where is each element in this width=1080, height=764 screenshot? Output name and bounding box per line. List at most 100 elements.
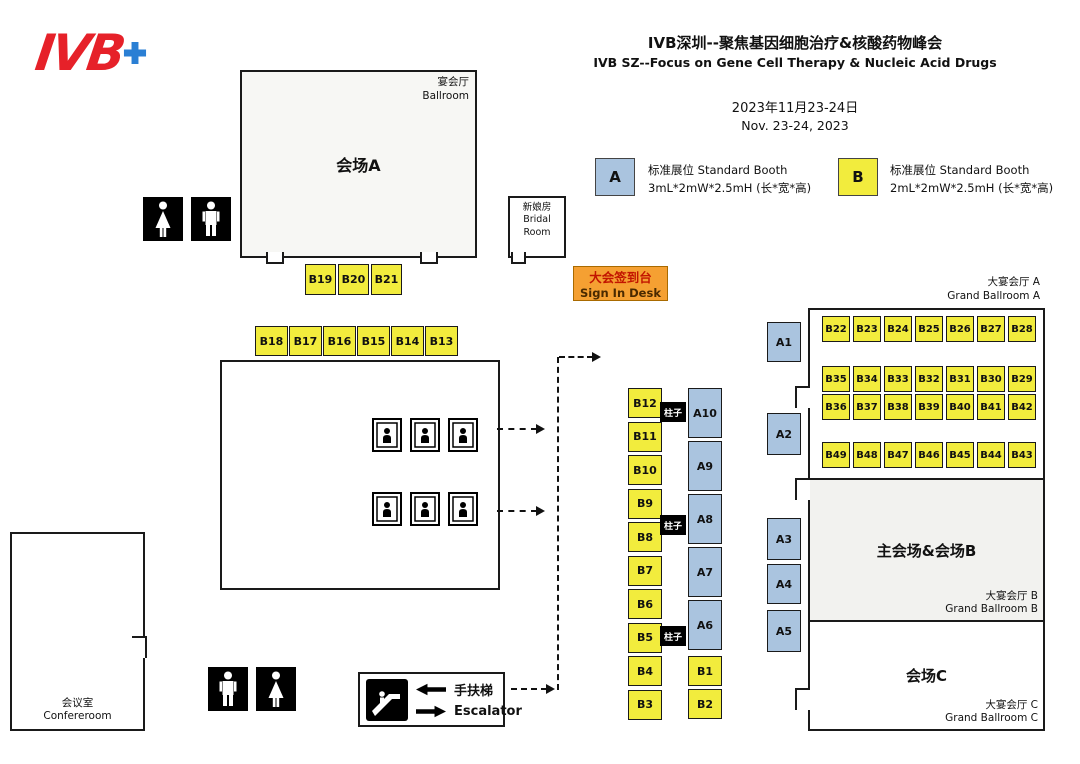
door-marker [795, 688, 810, 710]
booth: B10 [628, 455, 662, 485]
booth: B8 [628, 522, 662, 552]
booth: A2 [767, 413, 801, 455]
hall-c-label: 会场C [905, 667, 947, 685]
grand-c-label-en: Grand Ballroom C [945, 712, 1038, 725]
booth: B11 [628, 421, 662, 452]
booth: A10 [688, 388, 722, 438]
sign-in-label-zh: 大会签到台 [589, 270, 652, 285]
booth: A3 [767, 518, 801, 560]
pillar-marker: 柱子 [660, 626, 686, 646]
walk-path-vertical [557, 357, 559, 690]
escalator-label-zh: 手扶梯 [454, 684, 494, 699]
booth: B39 [915, 394, 943, 420]
ballroom-label-en: Ballroom [422, 89, 469, 102]
ivb-logo-text: IVB [31, 24, 127, 82]
booth: B44 [977, 442, 1005, 468]
booth: B18 [255, 326, 288, 356]
legend-booth-b-chip: B [838, 158, 878, 196]
walk-path-top [559, 356, 593, 358]
walk-path-elevator-2 [497, 510, 537, 512]
booth: B42 [1008, 394, 1036, 420]
booth: B28 [1008, 316, 1036, 342]
main-hall-b-label: 主会场&会场B [876, 541, 977, 560]
legend-a-line1: 标准展位 Standard Booth [648, 163, 788, 177]
escalator-icon [366, 679, 408, 721]
legend-b-line2: 2mL*2mW*2.5mH (长*宽*高) [890, 180, 1054, 195]
escalator-row-zh: 手扶梯 [416, 680, 493, 699]
booth: A1 [767, 322, 801, 362]
booth: B32 [915, 366, 943, 392]
hall-a-label: 会场A [336, 156, 381, 175]
booth: B38 [884, 394, 912, 420]
path-arrow [546, 684, 555, 694]
pillar-marker: 柱子 [660, 402, 686, 422]
path-arrow [536, 506, 545, 516]
ivb-logo: IVB [32, 24, 206, 94]
grand-ballroom-b-label: 大宴会厅 B Grand Ballroom B [945, 590, 1038, 617]
bridal-room-label: 新娘房 Bridal Room [510, 198, 564, 239]
booth: B40 [946, 394, 974, 420]
door-marker [420, 252, 438, 264]
booth: B34 [853, 366, 881, 392]
grand-b-label-zh: 大宴会厅 B [985, 589, 1038, 602]
booth: B47 [884, 442, 912, 468]
booth: B35 [822, 366, 850, 392]
grand-a-label-zh: 大宴会厅 A [987, 276, 1040, 288]
path-arrow [536, 424, 545, 434]
bridal-label-en: Bridal Room [523, 214, 551, 238]
booth: B45 [946, 442, 974, 468]
booth: B17 [289, 326, 322, 356]
right-arrow-icon [416, 705, 446, 718]
legend-b-line1: 标准展位 Standard Booth [890, 163, 1030, 177]
booth: B12 [628, 388, 662, 418]
booth: B2 [688, 689, 722, 719]
booth: B4 [628, 656, 662, 686]
booth: B9 [628, 488, 662, 519]
booth: B43 [1008, 442, 1036, 468]
booth: B24 [884, 316, 912, 342]
elevator-icon [448, 418, 478, 452]
escalator-label-en: Escalator [454, 704, 522, 719]
booth: B33 [884, 366, 912, 392]
booth: B5 [628, 622, 662, 653]
grand-a-label-en: Grand Ballroom A [947, 289, 1040, 302]
booth: B7 [628, 555, 662, 586]
middle-hall-room [220, 360, 500, 590]
escalator-legend: 手扶梯 Escalator [358, 672, 522, 727]
conference-label-zh: 会议室 [61, 696, 94, 709]
elevator-icon [410, 418, 440, 452]
booth: B27 [977, 316, 1005, 342]
booth: A5 [767, 610, 801, 652]
door-marker [511, 252, 526, 264]
booth: A9 [688, 441, 722, 491]
event-title-en: IVB SZ--Focus on Gene Cell Therapy & Nuc… [593, 55, 997, 70]
booth: A8 [688, 494, 722, 544]
legend-booth-b-desc: 标准展位 Standard Booth 2mL*2mW*2.5mH (长*宽*高… [890, 162, 1053, 198]
conference-room: 会议室 Confereroom [10, 532, 145, 731]
pillar-marker: 柱子 [660, 515, 686, 535]
booth: B41 [977, 394, 1005, 420]
booth: B23 [853, 316, 881, 342]
booth: B16 [323, 326, 356, 356]
door-marker [132, 636, 147, 658]
booth: B30 [977, 366, 1005, 392]
legend-booth-a-desc: 标准展位 Standard Booth 3mL*2mW*2.5mH (长*宽*高… [648, 162, 811, 198]
door-marker [266, 252, 284, 264]
booth: B22 [822, 316, 850, 342]
conference-label-en: Confereroom [43, 710, 112, 723]
event-dates: 2023年11月23-24日 Nov. 23-24, 2023 [560, 97, 1030, 133]
escalator-row-en: Escalator [416, 704, 522, 719]
booth: B36 [822, 394, 850, 420]
ballroom-label-zh: 宴会厅 [437, 76, 470, 88]
elevator-icon [372, 418, 402, 452]
booth: B3 [628, 689, 662, 720]
event-date-en: Nov. 23-24, 2023 [741, 118, 849, 133]
booth: B19 [305, 264, 336, 295]
grand-b-label-en: Grand Ballroom B [945, 603, 1038, 616]
womens-restroom-icon [143, 197, 183, 241]
door-marker [795, 478, 810, 500]
